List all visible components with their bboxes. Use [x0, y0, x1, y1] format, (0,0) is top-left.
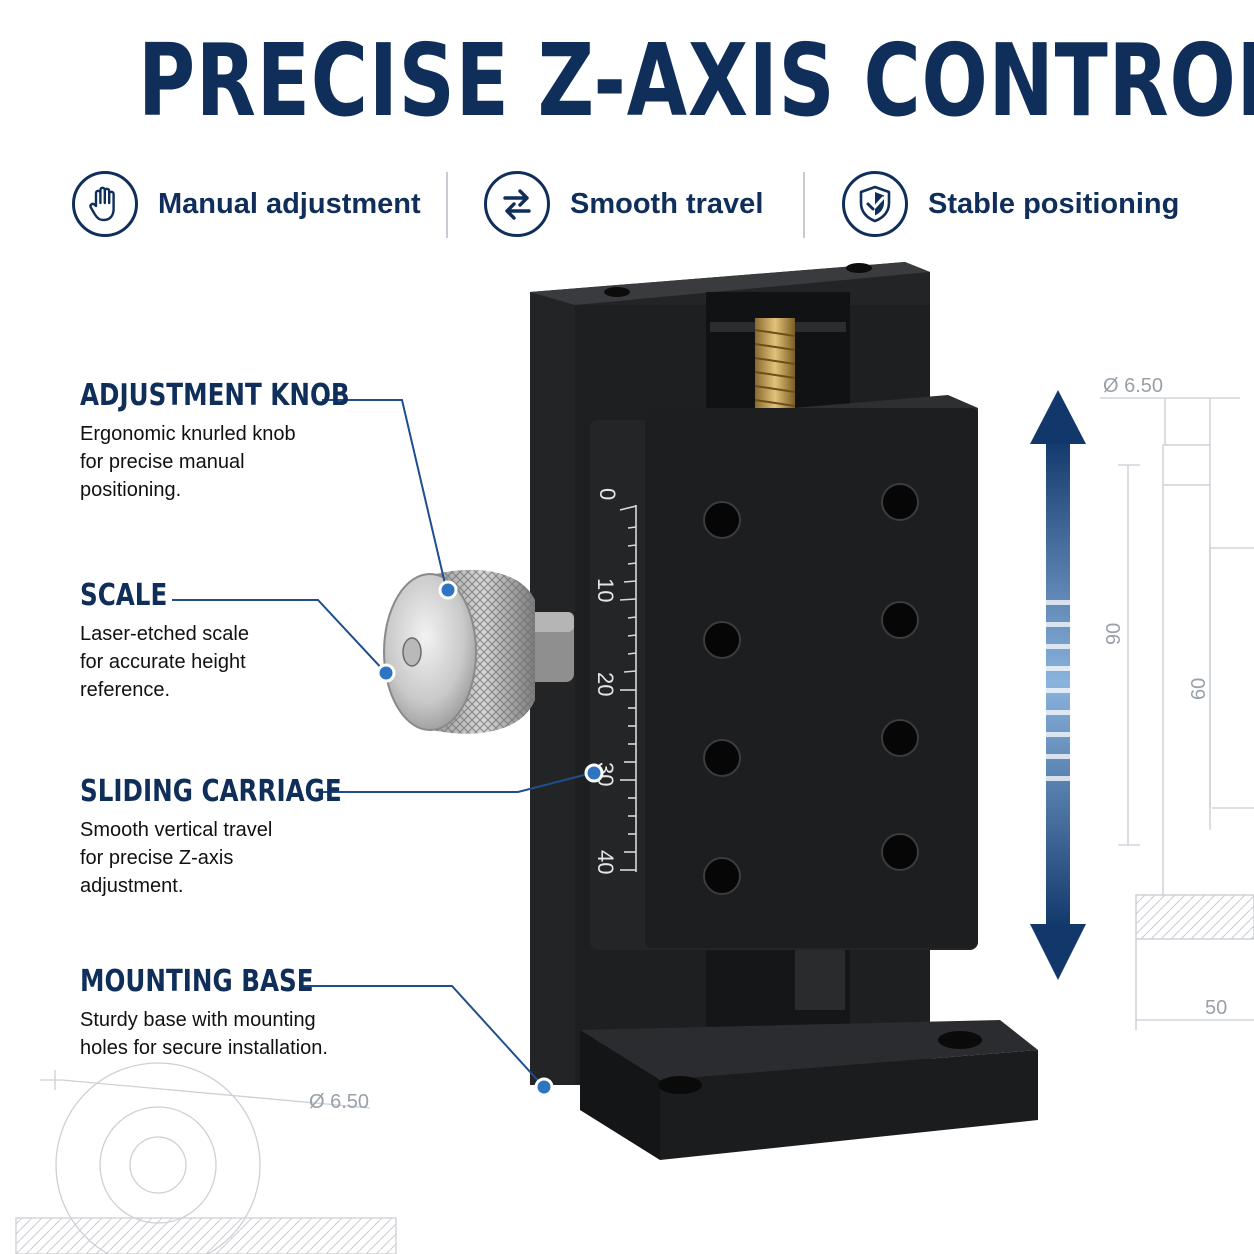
callout-line: Ergonomic knurled knob: [80, 423, 296, 445]
callout-line: holes for secure installation.: [80, 1037, 328, 1059]
hand-icon: [72, 171, 138, 237]
callout-title: SLIDING CARRIAGE: [80, 774, 342, 809]
dimension-label: 90: [1103, 623, 1125, 645]
callout-mounting-base: MOUNTING BASE Sturdy base with mounting …: [80, 964, 380, 1062]
feature-stable-positioning: Stable positioning: [842, 168, 1179, 240]
callout-title: ADJUSTMENT KNOB: [80, 378, 350, 413]
callout-line: for precise Z-axis: [80, 847, 234, 869]
dimension-label: Ø 6.50: [309, 1091, 369, 1113]
feature-label: Stable positioning: [928, 187, 1180, 220]
lead-screw: [754, 318, 796, 418]
feature-label: Manual adjustment: [158, 187, 421, 220]
callout-line: for accurate height: [80, 651, 246, 673]
scale-ticks: [619, 505, 637, 872]
callout-line: Sturdy base with mounting: [80, 1009, 316, 1031]
feature-label: Smooth travel: [570, 187, 764, 220]
scale-mark: 20: [593, 672, 618, 696]
callout-description: Laser-etched scale for accurate height r…: [80, 620, 380, 704]
feature-divider: [446, 172, 448, 238]
dimension-label: 60: [1188, 678, 1210, 700]
travel-arrow: [1030, 390, 1086, 980]
scale-mark: 10: [593, 578, 618, 602]
callout-dots: [376, 580, 604, 1097]
callout-line: positioning.: [80, 479, 182, 501]
callout-title: MOUNTING BASE: [80, 964, 314, 999]
swap-arrows-icon: [484, 171, 550, 237]
feature-manual-adjustment: Manual adjustment: [72, 168, 421, 240]
dimension-label: Ø 6.50: [1103, 375, 1163, 397]
headline: PRECISE Z-AXIS CONTROL: [137, 22, 1254, 139]
shield-check-icon: [842, 171, 908, 237]
feature-smooth-travel: Smooth travel: [484, 168, 763, 240]
technical-drawing-top: [15, 1062, 397, 1254]
callout-line: adjustment.: [80, 875, 184, 897]
z-axis-stage: 0 10 20 30 40: [520, 262, 1038, 1160]
technical-drawing-side: [1100, 397, 1254, 1030]
callout-title: SCALE: [80, 578, 168, 613]
callout-description: Ergonomic knurled knob for precise manua…: [80, 420, 380, 504]
callout-leaders: [172, 399, 593, 1086]
scale-mark: 40: [593, 850, 618, 874]
dimension-label: 50: [1205, 997, 1227, 1019]
callout-description: Sturdy base with mounting holes for secu…: [80, 1006, 380, 1062]
callout-description: Smooth vertical travel for precise Z-axi…: [80, 816, 380, 900]
adjustment-knob: [383, 569, 535, 734]
callout-line: Laser-etched scale: [80, 623, 249, 645]
callout-line: reference.: [80, 679, 171, 701]
feature-divider: [803, 172, 805, 238]
callout-scale: SCALE Laser-etched scale for accurate he…: [80, 578, 380, 704]
scale-mark: 0: [595, 488, 620, 500]
callout-line: Smooth vertical travel: [80, 819, 273, 841]
callout-adjustment-knob: ADJUSTMENT KNOB Ergonomic knurled knob f…: [80, 378, 380, 504]
callout-sliding-carriage: SLIDING CARRIAGE Smooth vertical travel …: [80, 774, 380, 900]
callout-line: for precise manual: [80, 451, 245, 473]
